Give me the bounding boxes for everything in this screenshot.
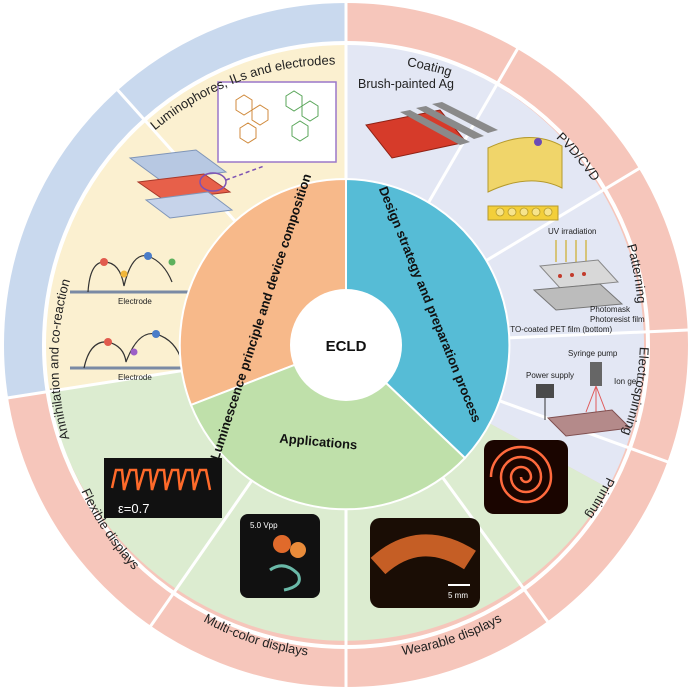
illus-multicolor: 5.0 Vpp — [240, 514, 320, 598]
illus-wearable: 5 mm — [370, 518, 480, 608]
illus-luminophores — [128, 81, 337, 219]
device-stack — [128, 149, 265, 219]
voltage-label: 5.0 Vpp — [250, 521, 278, 530]
inner-label-applications: Applications — [279, 431, 358, 453]
photomask-label: Photomask — [590, 305, 631, 314]
brush-painted-label: Brush-painted Ag — [358, 77, 454, 91]
illus-flexible: ε=0.7 — [104, 458, 222, 518]
scale-label: 5 mm — [448, 591, 468, 600]
strain-label: ε=0.7 — [118, 501, 149, 516]
inner-sector-design — [345, 177, 511, 460]
ito-label: ITO-coated PET film (bottom) — [508, 325, 613, 334]
center-label: ECLD — [326, 338, 367, 355]
inner-sector-applications — [189, 343, 467, 511]
syringe-label: Syringe pump — [568, 349, 618, 358]
illus-electrospinning: Syringe pump Power supply Ion gel — [526, 349, 638, 437]
illus-annihilation: Electrode Electrode — [70, 252, 200, 382]
uv-label: UV irradiation — [548, 227, 596, 236]
inner-pie: ECLD — [178, 177, 511, 511]
illus-patterning: UV irradiation Photomask Photoresist fil… — [508, 227, 645, 334]
illus-coating: Brush-painted Ag — [358, 77, 498, 159]
iongel-label: Ion gel — [614, 377, 638, 386]
power-label: Power supply — [526, 371, 574, 380]
center-circle — [290, 289, 402, 401]
photoresist-label: Photoresist film — [590, 315, 645, 324]
electrode-label-2: Electrode — [118, 373, 152, 382]
illus-printing — [484, 440, 568, 514]
electrode-label-1: Electrode — [118, 297, 152, 306]
illus-pvd — [487, 137, 563, 221]
